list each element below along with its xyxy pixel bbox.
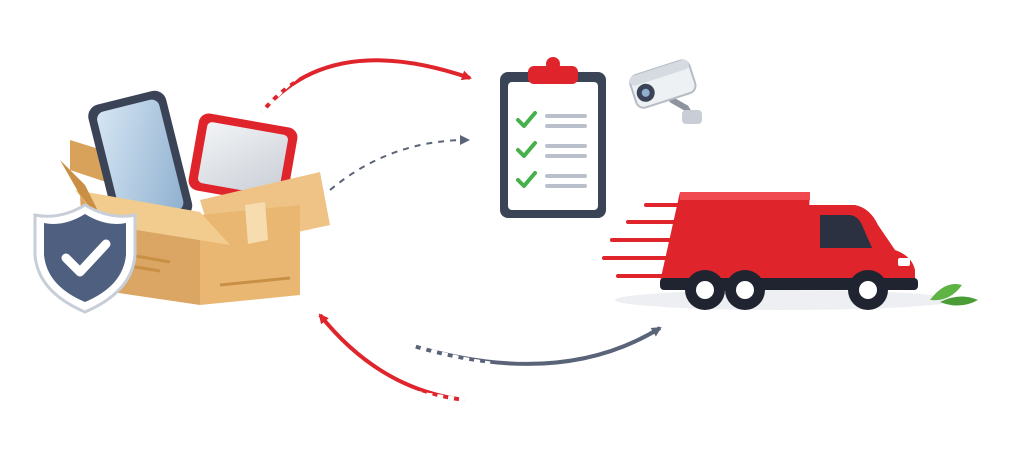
arrow-box-to-checklist-secondary <box>329 135 470 191</box>
shield-check-icon <box>33 203 137 314</box>
truck-wheels <box>685 270 888 310</box>
flow-arrows <box>260 58 662 403</box>
delivery-truck-icon <box>602 192 955 310</box>
clipboard-checklist-icon <box>500 57 606 218</box>
checklist-rows <box>516 111 587 188</box>
arrow-to-truck <box>409 326 662 366</box>
phone-icon <box>88 90 193 232</box>
arrow-return-to-box <box>318 313 466 402</box>
box-icon <box>60 90 330 305</box>
tablet-icon <box>188 113 298 205</box>
arrow-box-to-checklist <box>260 58 472 114</box>
leaf-icon <box>930 284 978 306</box>
security-camera-icon <box>629 59 702 124</box>
